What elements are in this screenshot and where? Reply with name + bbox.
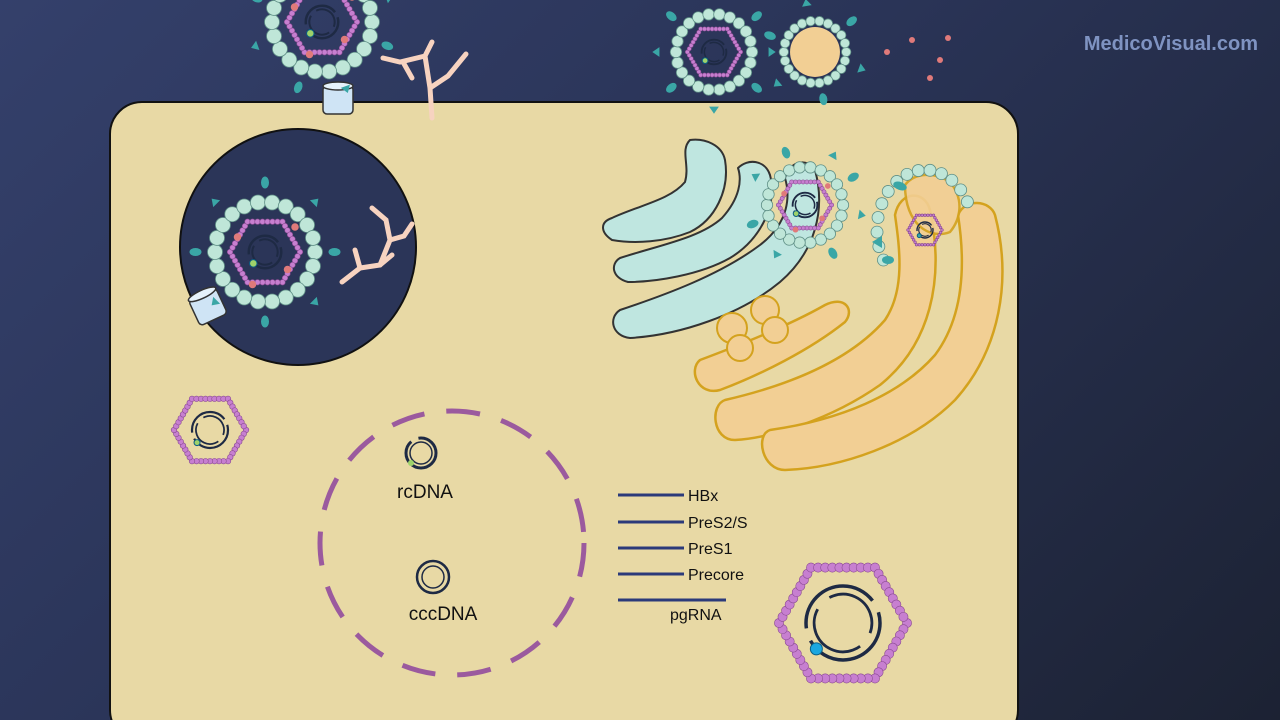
virion-attaching	[250, 0, 394, 94]
subviral-dot	[945, 35, 951, 41]
transcript-pres1: PreS1	[618, 541, 733, 558]
virion-budding	[746, 146, 866, 259]
transcript-pgrna: pgRNA	[618, 598, 726, 624]
virion-released	[652, 8, 776, 114]
svg-text:PreS1: PreS1	[688, 541, 733, 558]
cccdna-label: cccDNA	[409, 604, 478, 625]
golgi-vesicles	[716, 295, 789, 362]
subviral-particles	[884, 35, 951, 81]
envelope-wrapping-capsid	[870, 163, 974, 267]
transcript-pres2-s: PreS2/S	[618, 515, 748, 532]
svg-text:PreS2/S: PreS2/S	[688, 515, 748, 532]
subviral-dot	[927, 75, 933, 81]
svg-text:HBx: HBx	[688, 488, 718, 505]
golgi-apparatus	[693, 173, 1004, 472]
capsid-pgrna-polymerase	[774, 562, 912, 684]
ntcp-receptor-endosome	[187, 286, 227, 326]
subviral-dot	[909, 37, 915, 43]
transcript-hbx: HBx	[618, 488, 718, 505]
transcript-precore: Precore	[618, 567, 744, 584]
virion-endosome	[189, 176, 341, 328]
svg-text:Precore: Precore	[688, 567, 744, 584]
svg-text:pgRNA: pgRNA	[670, 607, 722, 624]
virions-layer	[170, 0, 974, 684]
hspg-branch-endosome	[339, 205, 415, 285]
capsid-cytoplasm	[170, 395, 250, 465]
subviral-dot	[937, 57, 943, 63]
watermark: MedicoVisual.com	[1083, 33, 1258, 55]
rcdna-genome-icon	[404, 436, 438, 470]
hspg-branch-outside	[380, 39, 469, 121]
cccdna-genome-icon	[415, 559, 451, 595]
rcdna-label: rcDNA	[397, 482, 453, 503]
nuclear-envelope	[317, 408, 587, 678]
subviral-dot	[884, 49, 890, 55]
empty-envelope-sphere	[764, 0, 866, 106]
